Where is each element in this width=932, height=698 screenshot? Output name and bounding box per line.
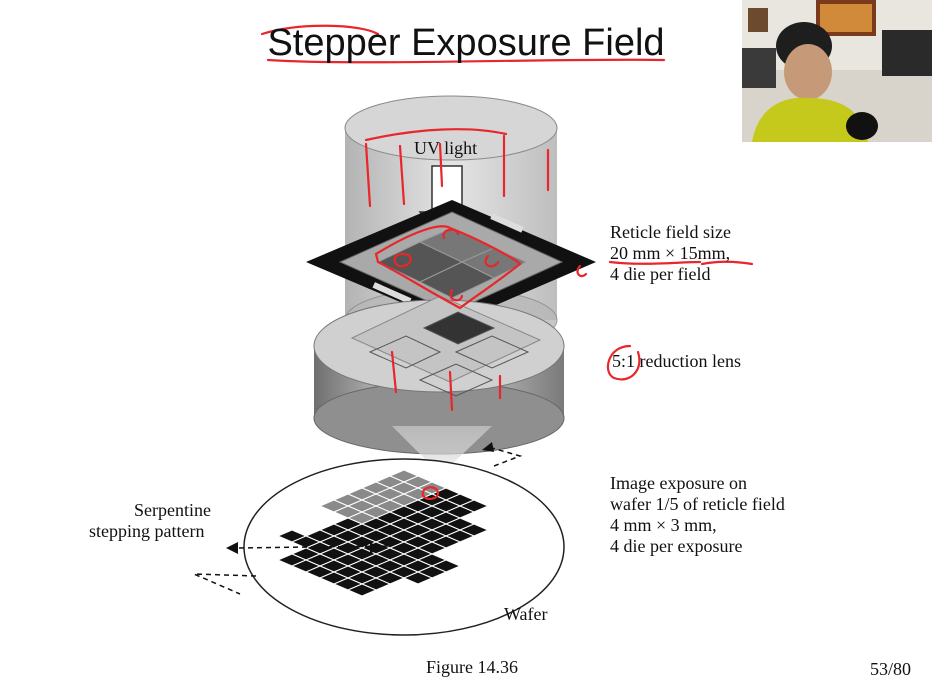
- die: [402, 571, 434, 585]
- lens-ratio: 5:1: [612, 351, 636, 371]
- exposure-label-2: wafer 1/5 of reticle field: [610, 494, 785, 514]
- exposure-label-4: 4 die per exposure: [610, 536, 743, 556]
- figure-caption: Figure 14.36: [426, 657, 518, 677]
- camera-icon: [846, 112, 878, 140]
- serpentine-label-2: stepping pattern: [89, 521, 205, 541]
- exposure-label-3: 4 mm × 3 mm,: [610, 515, 717, 535]
- reticle-plate: [306, 200, 596, 324]
- monitor-icon: [882, 30, 932, 76]
- die: [346, 583, 378, 597]
- webcam-overlay: [742, 0, 932, 142]
- exposure-label-1: Image exposure on: [610, 473, 747, 493]
- reticle-label-2: 20 mm × 15mm,: [610, 243, 731, 263]
- wafer-label: Wafer: [504, 604, 548, 624]
- person-face: [784, 44, 832, 100]
- serpentine-arrows: [193, 447, 523, 595]
- serpentine-label-1: Serpentine: [134, 500, 211, 520]
- reduction-lens: [313, 295, 565, 455]
- red-annotations: [260, 24, 754, 500]
- lens-text: reduction lens: [635, 351, 741, 371]
- light-cone: [392, 426, 492, 468]
- die-grid: [276, 469, 490, 597]
- page-title: Stepper Exposure Field: [267, 22, 665, 64]
- page-number: 53/80: [870, 659, 912, 679]
- lens-label: 5:1 reduction lens: [612, 351, 741, 372]
- frame-icon: [748, 8, 768, 32]
- arrow-heads: [226, 442, 494, 554]
- reticle-label-1: Reticle field size: [610, 222, 731, 242]
- uv-light-label: UV light: [414, 138, 478, 158]
- person-shirt: [752, 97, 868, 142]
- reticle-label-3: 4 die per field: [610, 264, 711, 284]
